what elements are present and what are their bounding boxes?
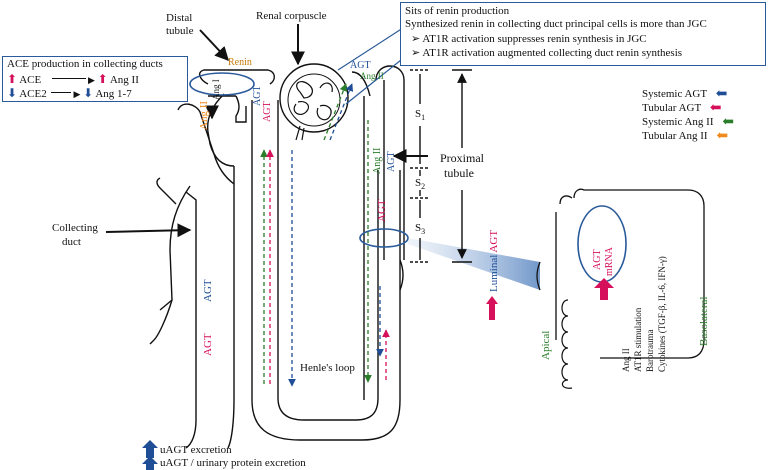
zoom-beam <box>408 238 540 290</box>
apical-label: Apical <box>540 330 552 360</box>
ace-label: ACE <box>19 74 42 86</box>
left-arrow-icon: ⬅ <box>722 115 734 130</box>
uagt-protein-excretion-label: uAGT / urinary protein excretion <box>160 457 306 469</box>
stimulus-3: Barotrauma <box>645 329 655 372</box>
bullet-icon: ➢ <box>411 47 421 59</box>
legend-item-tubular-ang-ii: Tubular Ang II ⬅ <box>642 129 729 144</box>
ang-ii-corpuscle-label: Ang II <box>360 71 384 81</box>
luminal-agt-label: Luminal AGT <box>488 229 500 292</box>
ang-ii-proximal-label: Ang II <box>372 147 383 174</box>
ang-1-7-label: Ang 1-7 <box>95 88 132 100</box>
nucleus-ellipse <box>577 205 627 283</box>
excretion-arrow-1 <box>142 440 158 458</box>
ace-box-title: ACE production in collecting ducts <box>7 58 163 70</box>
agt-collecting-label-1: AGT <box>202 279 214 302</box>
s3-label: S3 <box>415 222 426 237</box>
zoom-line-2 <box>345 55 407 105</box>
collecting-duct-label-1: Collecting <box>52 222 98 234</box>
ang-ii-distal-label: Ang II <box>198 100 210 130</box>
ang-i-label: Ang I <box>211 79 221 100</box>
collecting-duct-shape <box>149 93 235 449</box>
pointer-arrows <box>105 24 428 238</box>
s1-label: S1 <box>415 108 426 123</box>
distal-ellipse <box>189 72 255 96</box>
up-arrow-icon: ⬆ <box>97 72 108 86</box>
up-arrow-icon: ⬆ <box>7 72 18 86</box>
s2-label: S2 <box>415 177 426 192</box>
excretion-arrow-2 <box>142 456 158 470</box>
ace2-label: ACE2 <box>19 88 47 100</box>
uagt-excretion-label: uAGT excretion <box>160 444 232 456</box>
stimulus-1: Ang II <box>621 348 631 372</box>
renin-box-bullet2: ➢ AT1R activation augmented collecting d… <box>411 47 683 59</box>
basolateral-label: Basolateral <box>698 296 710 346</box>
epithelial-cell <box>536 188 705 359</box>
renin-box-line1: Synthesized renin in collecting duct pri… <box>405 18 707 30</box>
agt-corpuscle-label: AGT <box>350 60 371 71</box>
renal-corpuscle-shape <box>279 63 349 141</box>
agt-up-arrow <box>486 296 498 320</box>
renal-corpuscle-label: Renal corpuscle <box>256 10 327 22</box>
renin-box-bullet1: ➢ AT1R activation suppresses renin synth… <box>411 33 647 45</box>
proximal-tubule-label-2: tubule <box>444 166 474 180</box>
renin-label: Renin <box>228 57 252 68</box>
renin-production-box: Sits of renin production Synthesized ren… <box>400 2 766 66</box>
left-arrow-icon: ⬅ <box>715 87 728 102</box>
ace-row-2: ⬇ ACE2 ▶ ⬇ Ang 1-7 <box>7 86 132 100</box>
agt-proximal-blue-label: AGT <box>386 151 397 172</box>
segment-bracket <box>410 69 472 263</box>
right-arrow-icon <box>51 78 86 80</box>
left-arrow-icon: ⬅ <box>716 129 729 144</box>
agt-mrna-label-1: AGT <box>592 249 603 270</box>
agt-mrna-label-2: mRNA <box>604 247 615 276</box>
down-arrow-icon: ⬇ <box>7 86 18 100</box>
distal-tubule-label-2: tubule <box>166 25 194 37</box>
left-arrow-icon: ⬅ <box>709 101 722 116</box>
nephron-tubule-shape <box>198 65 405 441</box>
flow-arrows <box>260 83 390 387</box>
stimuli-list: Ang II AT1R stimulation Barotrauma Cytok… <box>620 256 668 372</box>
agt-collecting-label-2: AGT <box>202 333 214 356</box>
right-arrow-icon <box>51 92 72 94</box>
microvilli <box>561 299 573 389</box>
ace-row-1: ⬆ ACE ▶ ⬆ Ang II <box>7 72 139 86</box>
mrna-up-arrow <box>594 278 614 300</box>
stimulus-4: Cytokines (TGF-β, IL-6, IFN-γ) <box>657 256 667 372</box>
agt-distal-mag-label: AGT <box>262 101 273 122</box>
down-arrow-icon: ⬇ <box>83 86 94 100</box>
legend-item-tubular-agt: Tubular AGT ⬅ <box>642 101 722 116</box>
legend-item-systemic-agt: Systemic AGT ⬅ <box>642 87 728 102</box>
bullet-icon: ➢ <box>411 33 421 45</box>
legend-item-systemic-ang-ii: Systemic Ang II ⬅ <box>642 115 734 130</box>
zoom-line-1 <box>337 25 407 71</box>
stimulus-2: AT1R stimulation <box>633 307 643 372</box>
ang-ii-label: Ang II <box>109 74 139 86</box>
ace-production-box: ACE production in collecting ducts ⬆ ACE… <box>2 56 188 102</box>
agt-proximal-mag-label: AGT <box>376 199 388 222</box>
proximal-tubule-label-1: Proximal <box>440 151 484 165</box>
collecting-duct-label-2: duct <box>62 236 81 248</box>
renin-box-title: Sits of renin production <box>405 5 510 17</box>
distal-tubule-label-1: Distal <box>166 12 193 24</box>
henles-loop-label: Henle's loop <box>300 362 355 374</box>
